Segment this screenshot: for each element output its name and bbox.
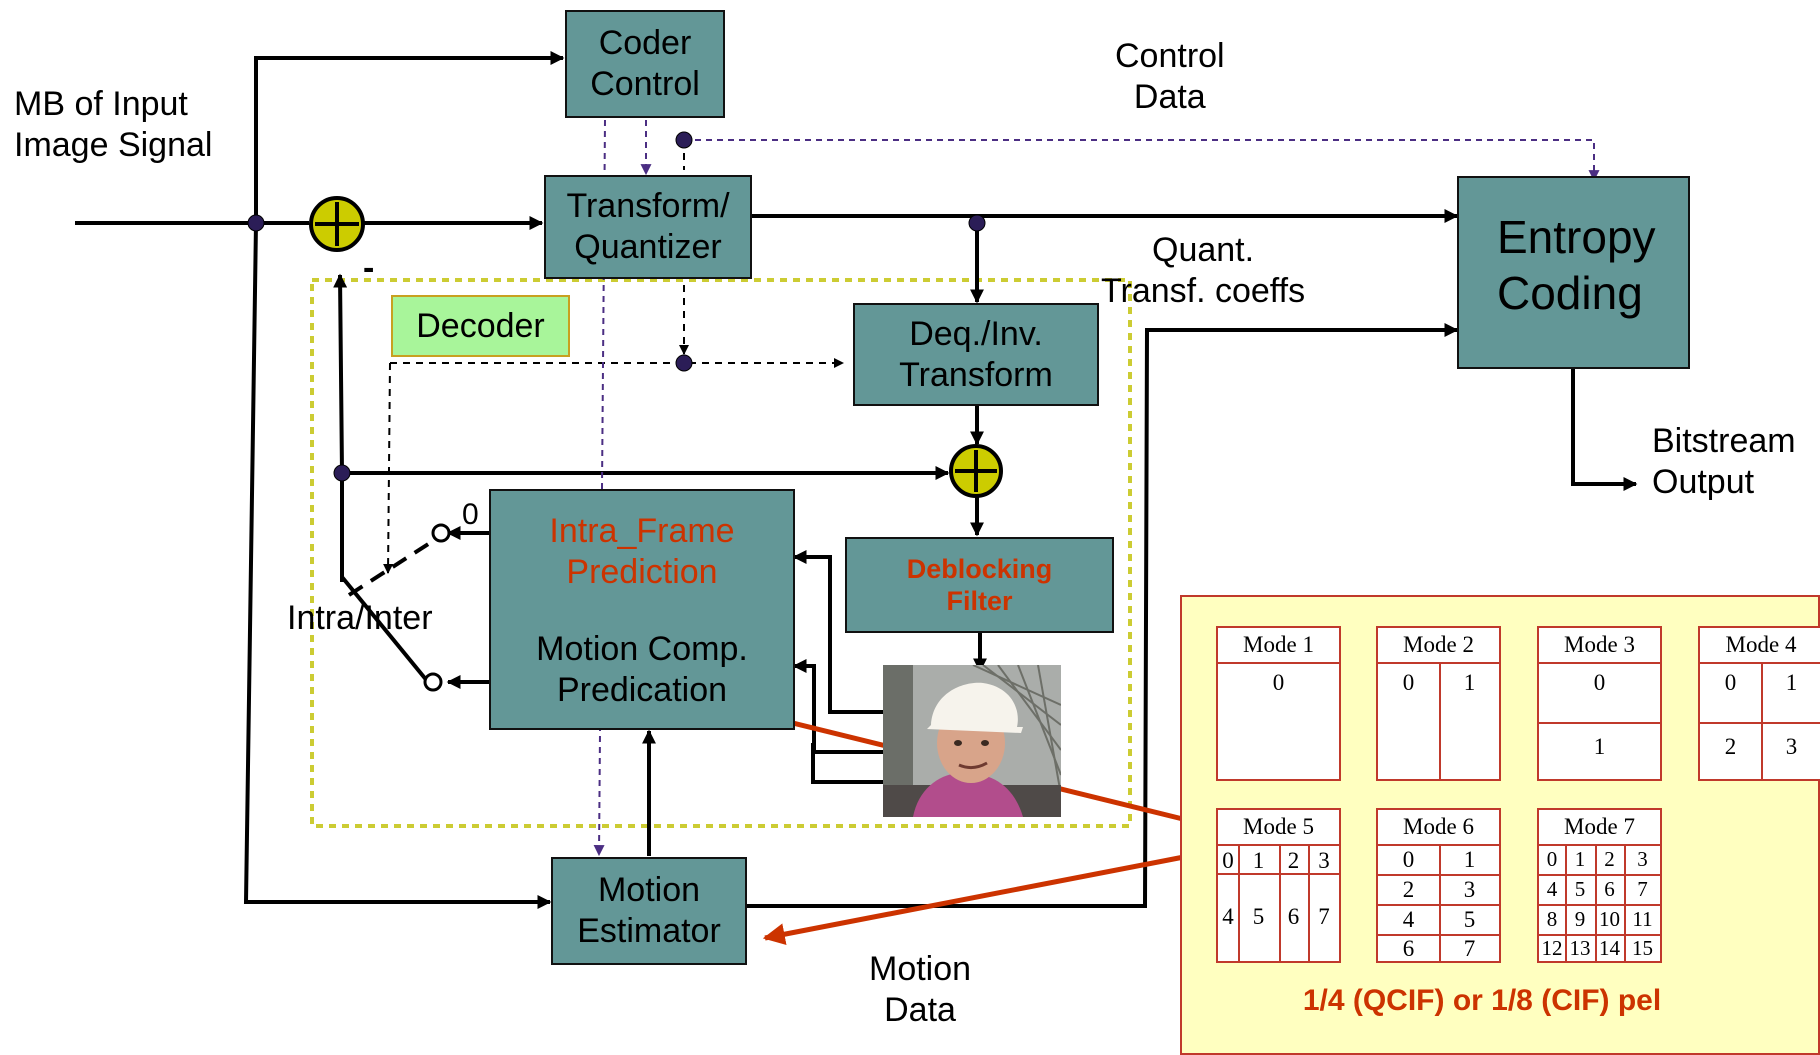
motion-data-label: Motion Data [869, 950, 972, 1029]
frame-to-estimator-line [811, 743, 883, 784]
control-data-label: Control Data [1115, 37, 1225, 116]
partition-cell: 1 [1593, 734, 1606, 759]
control-data-line [684, 139, 1600, 182]
prediction-feedback-line [333, 273, 348, 582]
mode-4-box: Mode 4 0 1 2 3 [1698, 626, 1820, 781]
control-to-switch-line [383, 362, 394, 574]
partition-cell: 2 [1724, 734, 1737, 759]
coeff-junction-dot [968, 214, 986, 232]
mode-title: Mode 4 [1725, 632, 1797, 657]
mode-title: Mode 1 [1243, 632, 1314, 657]
quant-coeffs-label: Quant. Transf. coeffs [1101, 231, 1306, 310]
input-to-motion-estimator-line [243, 222, 552, 909]
transform-quantizer-block: Transform/ Quantizer [544, 175, 752, 279]
partition-cell: 6 [1604, 877, 1615, 901]
mode-title: Mode 6 [1403, 814, 1474, 839]
reference-frame-image [883, 665, 1061, 817]
mode-7-box: Mode 7 0 1 2 3 4 5 6 7 8 9 10 11 12 13 1… [1537, 808, 1662, 963]
partition-cell: 7 [1463, 936, 1476, 961]
partition-cell: 0 [1593, 670, 1606, 695]
mode-2-box: Mode 2 0 1 [1376, 626, 1501, 781]
partition-cell: 5 [1574, 877, 1586, 901]
deq-inv-transform-block: Deq./Inv. Transform [853, 303, 1099, 406]
mode-title: Mode 3 [1564, 632, 1635, 657]
partition-cell: 11 [1632, 907, 1653, 931]
adder-input [309, 196, 365, 252]
partition-cell: 13 [1569, 936, 1591, 960]
partition-cell: 0 [1402, 847, 1415, 872]
partition-cell: 7 [1637, 877, 1648, 901]
partition-cell: 1 [1785, 670, 1798, 695]
deq-control-junction-dot [675, 354, 693, 372]
mode-title: Mode 2 [1403, 632, 1474, 657]
partition-cell: 6 [1287, 904, 1300, 929]
partition-cell: 3 [1318, 848, 1330, 873]
partition-cell: 12 [1541, 936, 1563, 960]
partition-cell: 5 [1252, 904, 1265, 929]
partition-cell: 0 [1402, 670, 1415, 695]
partition-cell: 0 [1546, 847, 1558, 871]
partition-cell: 9 [1574, 907, 1586, 931]
partition-cell: 7 [1318, 904, 1330, 929]
partition-cell: 6 [1402, 936, 1415, 961]
mode-3-box: Mode 3 0 1 [1537, 626, 1662, 781]
decoder-region-outline [310, 278, 1132, 828]
partition-cell: 4 [1222, 904, 1234, 929]
motion-comp-predication-block: Motion Comp. Predication [489, 612, 795, 730]
mode-1-box: Mode 1 0 [1216, 626, 1341, 781]
switch-intra-contact [431, 523, 451, 543]
entropy-to-bitstream-line [1571, 368, 1638, 491]
frame-to-intra-line [792, 550, 883, 714]
input-junction-dot [247, 214, 265, 232]
partition-cell: 14 [1599, 936, 1620, 960]
coder-control-block: Coder Control [565, 10, 725, 118]
partition-cell: 1 [1574, 847, 1586, 871]
control-junction-dot [675, 131, 693, 149]
motion-estimator-block: Motion Estimator [551, 857, 747, 965]
bitstream-output-label: Bitstream Output [1652, 422, 1796, 501]
deblocking-filter-block: Deblocking Filter [845, 537, 1114, 633]
minus-sign-label: - [363, 249, 375, 287]
switch-zero-label: 0 [462, 498, 479, 531]
partition-cell: 0 [1222, 848, 1234, 873]
partition-cell: 2 [1604, 847, 1615, 871]
frame-to-motion-comp-line [792, 659, 883, 754]
mode-5-box: Mode 5 0 1 2 3 4 5 6 7 [1216, 808, 1341, 963]
partition-cell: 3 [1463, 877, 1476, 902]
partition-cell: 3 [1785, 734, 1798, 759]
partition-modes-panel: Mode 1 0 Mode 2 0 1 Mode 3 0 1 Mode 4 0 … [1180, 595, 1820, 1055]
decoder-label-box: Decoder [391, 295, 570, 357]
partition-cell: 2 [1287, 848, 1300, 873]
prediction-junction-dot [333, 464, 351, 482]
partition-cell: 5 [1463, 907, 1476, 932]
switch-arm-line [340, 575, 430, 684]
switch-inter-contact [423, 672, 443, 692]
panel-to-estimator-arrow [762, 853, 1190, 946]
partition-cell: 1 [1463, 847, 1476, 872]
partition-cell: 10 [1599, 907, 1620, 931]
partition-cell: 3 [1637, 847, 1648, 871]
mode-title: Mode 5 [1243, 814, 1314, 839]
partition-cell: 0 [1724, 670, 1737, 695]
pel-precision-caption: 1/4 (QCIF) or 1/8 (CIF) pel [1302, 984, 1662, 1017]
partition-cell: 8 [1546, 907, 1558, 931]
motion-data-to-entropy-line [747, 323, 1459, 908]
input-to-coder-control-line [254, 51, 565, 223]
mode-title: Mode 7 [1564, 814, 1635, 839]
entropy-coding-block: Entropy Coding [1457, 176, 1690, 369]
partition-cell: 4 [1546, 877, 1558, 901]
partition-cell: 1 [1463, 670, 1476, 695]
partition-cell: 2 [1402, 877, 1415, 902]
partition-cell: 0 [1272, 670, 1285, 695]
intra-frame-prediction-block: Intra_Frame Prediction [489, 489, 795, 613]
input-signal-label: MB of Input Image Signal [14, 85, 213, 164]
switch-dashed-arm-line [347, 539, 435, 597]
partition-cell: 4 [1402, 907, 1415, 932]
adder-reconstruction [949, 444, 1003, 498]
partition-cell: 1 [1252, 848, 1265, 873]
intra-inter-label: Intra/Inter [287, 599, 433, 637]
partition-cell: 15 [1632, 936, 1653, 960]
mode-6-box: Mode 6 0 1 2 3 4 5 6 7 [1376, 808, 1501, 963]
